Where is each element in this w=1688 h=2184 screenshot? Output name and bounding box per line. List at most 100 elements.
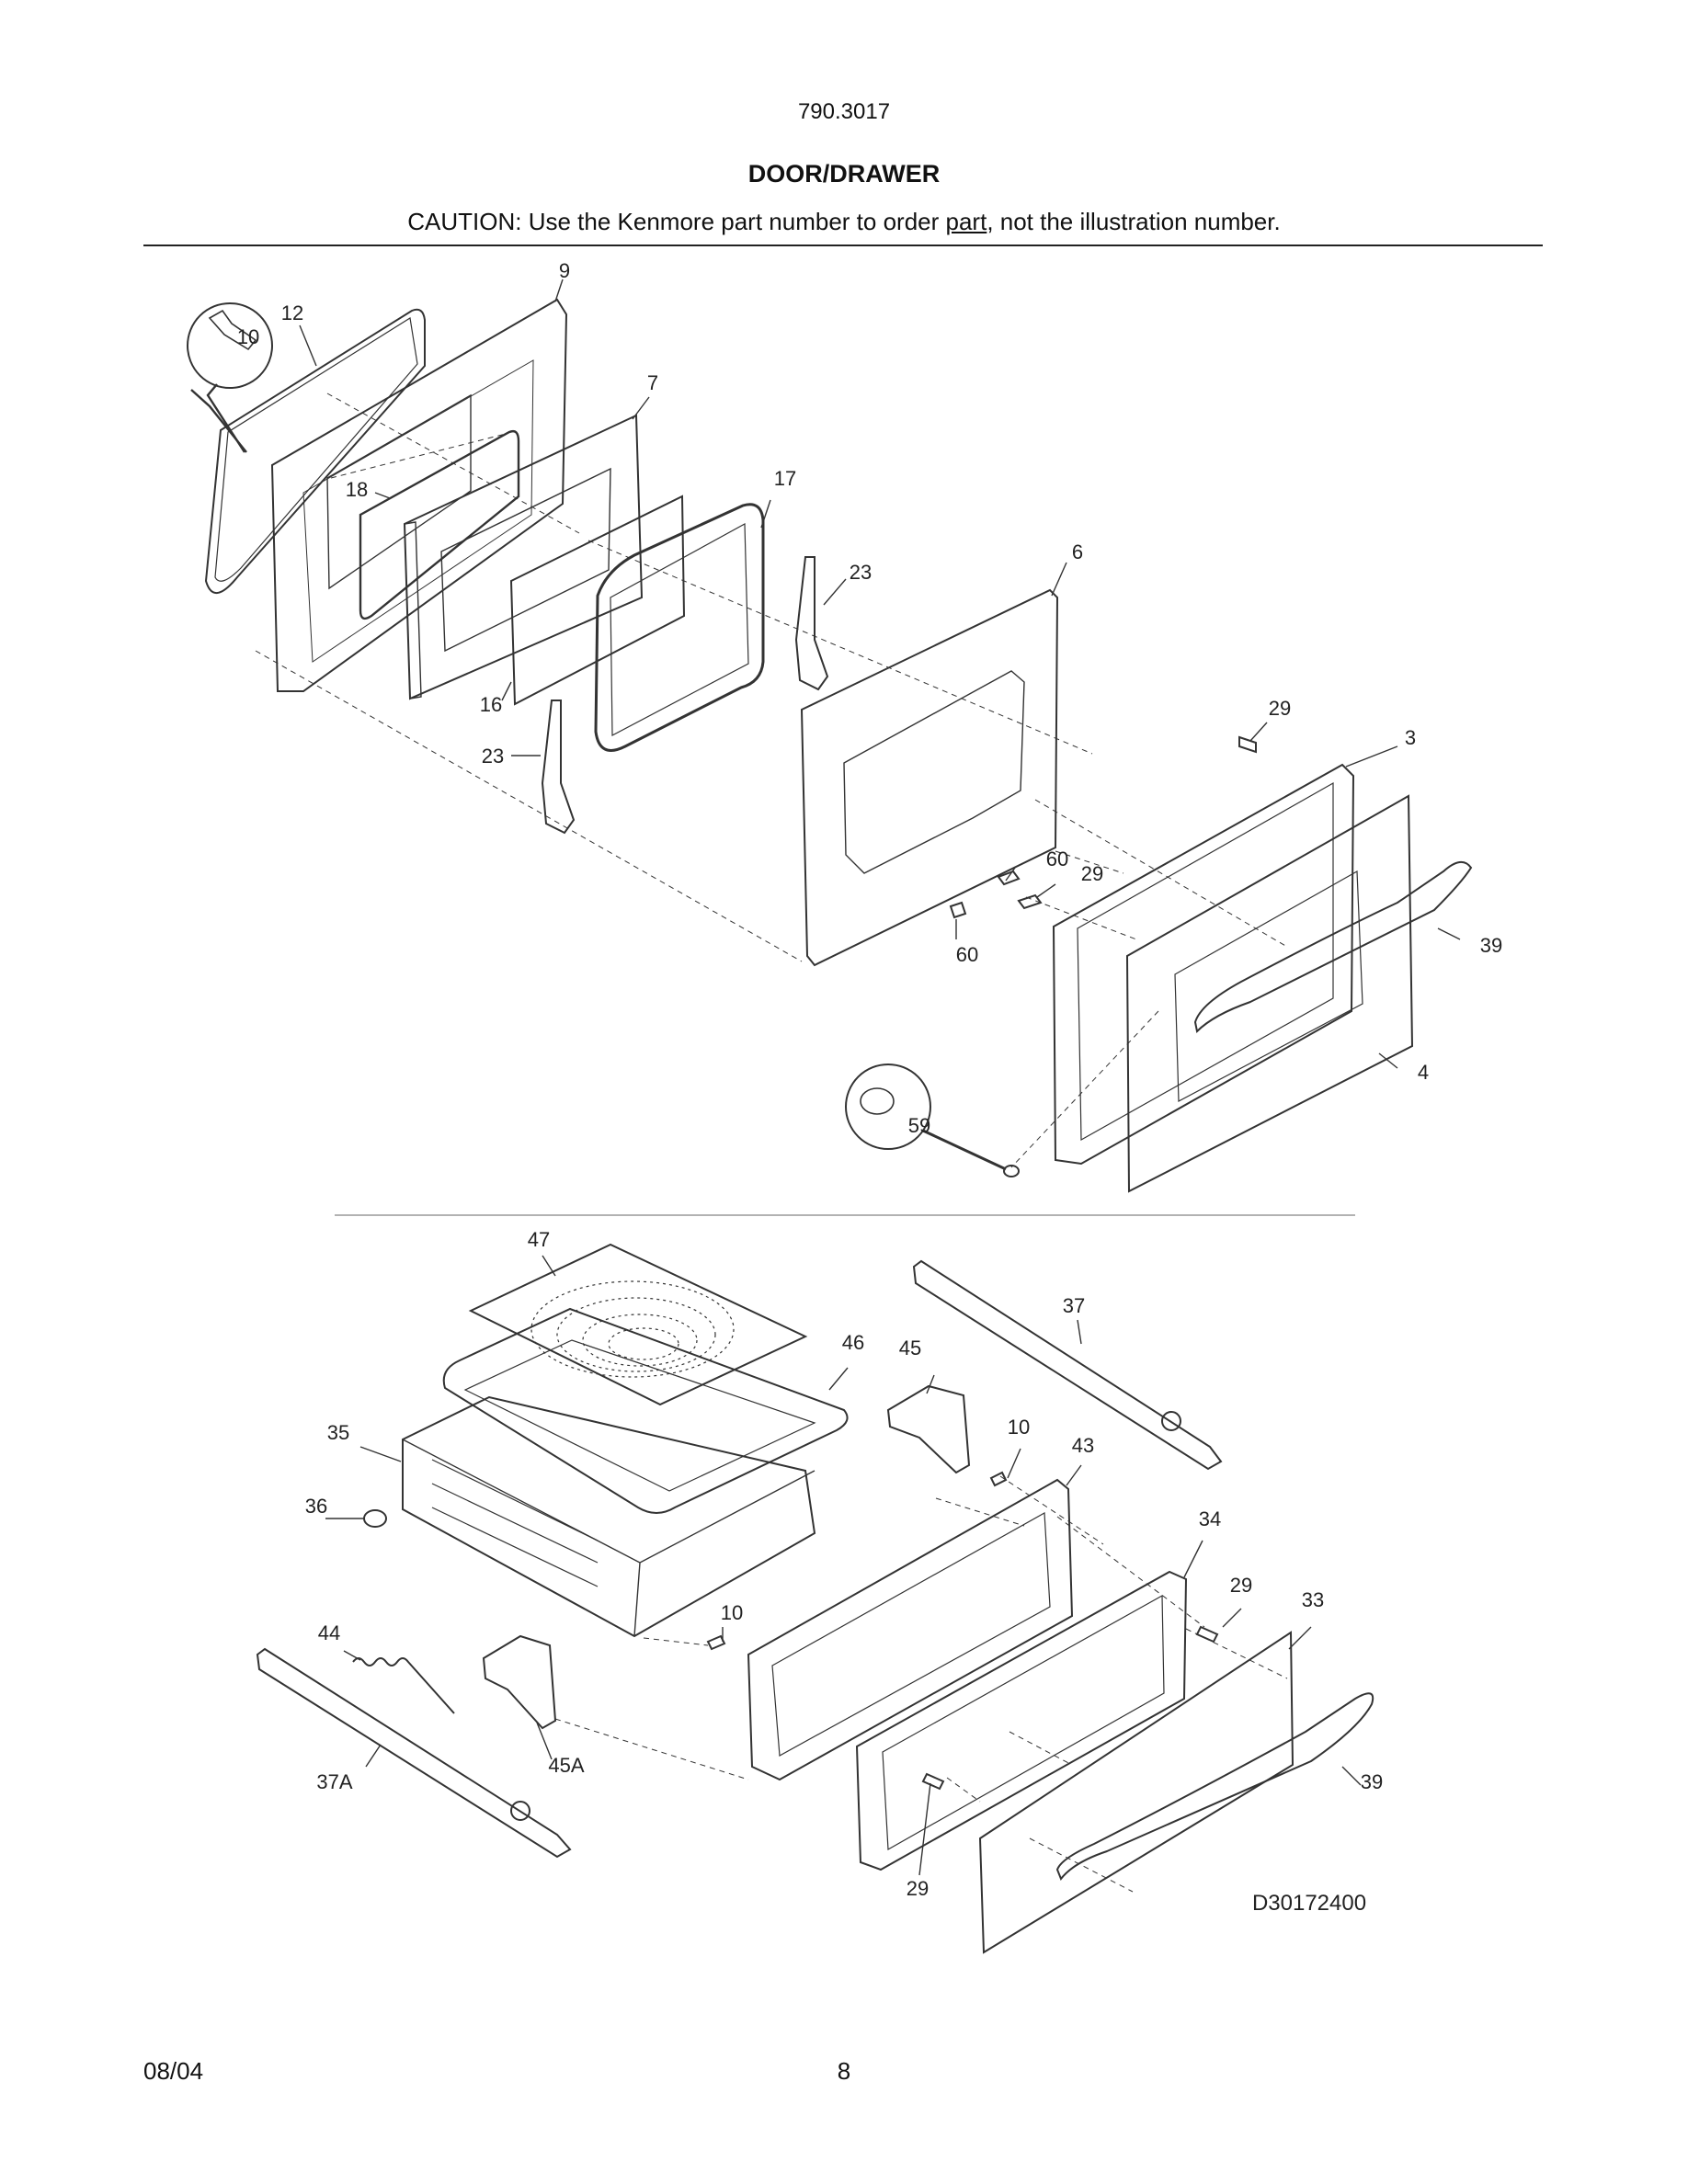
outer-door-glass-window [1174,870,1363,1102]
drawer-frame-inner [882,1594,1165,1850]
drawer-handle-part [1055,1692,1374,1881]
caution-underlined-word: part [945,208,987,235]
hinge-left-part [541,700,576,835]
label-36: 36 [305,1495,327,1518]
label-10-upper: 10 [1008,1416,1030,1439]
drawer-panel-part [747,1478,1074,1781]
window-glass-part [509,495,686,706]
broiler-pan-part [442,1307,849,1514]
screw-leader-2 [206,383,246,453]
label-37: 37 [1063,1294,1085,1317]
inner-door-panel-detail [302,359,534,663]
drawer-body-slots [431,1459,599,1587]
bumper-part [1003,1165,1020,1177]
caution-suffix: , not the illustration number. [987,208,1281,235]
door-insulation-part [403,414,644,700]
drawer-knob-part [363,1509,387,1528]
oven-handle-part [1193,861,1473,1034]
label-6: 6 [1072,540,1083,563]
drawer-front-panel-part [978,1631,1295,1954]
label-35: 35 [327,1421,349,1444]
pin-29-mid [1017,893,1043,910]
bumper-icon [860,1087,895,1115]
label-47: 47 [528,1228,550,1251]
label-17: 17 [774,467,796,490]
label-59: 59 [908,1114,930,1137]
pin-60-lower [949,901,967,919]
page-number: 8 [837,2057,851,2085]
label-16: 16 [480,693,502,716]
door-guide-lines [255,392,1288,1168]
label-7: 7 [647,371,658,394]
drawer-frame-part [855,1570,1188,1871]
label-34: 34 [1199,1507,1221,1530]
outer-door-frame-inner [1077,781,1334,1142]
drawer-top-panel-part [468,1243,808,1406]
page-title: DOOR/DRAWER [747,160,941,188]
label-29-right: 29 [1230,1574,1252,1597]
door-leader-lines [299,279,1461,1069]
label-23-left: 23 [482,745,504,768]
drawer-rail-left-part [256,1647,572,1859]
label-37A: 37A [316,1770,352,1793]
caution-note: CAUTION: Use the Kenmore part number to … [0,208,1688,236]
drawer-screw-10-lower [706,1634,726,1651]
drawer-bracket-right-part [886,1384,971,1474]
door-liner-part [800,588,1059,967]
drawer-guide-lines [554,1475,1288,1893]
header-divider [143,245,1543,246]
broiler-pan-inner [463,1339,816,1492]
label-9: 9 [559,259,570,282]
drawer-pin-29-right [1195,1625,1219,1644]
door-insulation-side [404,521,422,700]
footer-date: 08/04 [143,2057,204,2085]
drawer-leader-lines [325,1255,1362,1876]
door-liner-cutout [843,670,1025,874]
drawer-pin-29-left [921,1772,945,1791]
screw-icon [208,309,257,351]
drawer-part-labels: 47 37 46 45 35 10 43 36 34 29 10 33 44 4… [305,1228,1383,1900]
label-12: 12 [281,301,303,324]
caution-prefix: CAUTION: Use the Kenmore part number to … [407,208,946,235]
drawer-body-part [402,1395,816,1638]
label-29-left: 29 [907,1877,929,1900]
label-29-top: 29 [1269,697,1291,720]
inner-door-panel-part [270,298,568,692]
outer-door-glass-part [1125,794,1414,1193]
door-insulation-window [440,467,611,653]
pin-29-top [1238,735,1257,754]
diagram-id: D30172400 [1252,1891,1366,1916]
outer-door-frame-part [1052,763,1355,1166]
drawer-rail-right-roller [1161,1411,1181,1431]
label-46: 46 [842,1331,864,1354]
label-60-upper: 60 [1046,847,1068,870]
drawer-rail-left-roller [510,1801,530,1821]
label-60-lower: 60 [956,943,978,966]
hinge-right-part [794,556,829,691]
label-10: 10 [237,325,259,348]
label-45: 45 [899,1337,921,1359]
label-33: 33 [1302,1588,1324,1611]
window-gasket-part [359,429,520,620]
bumper-detail-callout [845,1064,931,1150]
label-44: 44 [318,1621,340,1644]
label-4: 4 [1418,1061,1429,1084]
label-43: 43 [1072,1434,1094,1457]
drawer-panel-inner [771,1512,1051,1757]
door-part-labels: 9 12 10 7 18 17 23 6 16 23 29 3 60 29 60… [237,259,1502,1137]
label-39-door: 39 [1480,934,1502,957]
label-3: 3 [1405,726,1416,749]
pin-60-upper [997,870,1021,886]
window-pack-part [594,503,765,752]
inner-door-panel-window [326,393,472,590]
drawer-spring-part [352,1657,455,1714]
label-18: 18 [346,478,368,501]
drawer-assembly [256,1243,1374,1954]
model-number: 790.3017 [797,99,891,124]
label-23-right: 23 [850,561,872,584]
label-29-mid: 29 [1081,862,1103,885]
drawer-bracket-left-part [482,1634,557,1730]
door-assembly [187,279,1473,1193]
label-39-drawer: 39 [1361,1770,1383,1793]
